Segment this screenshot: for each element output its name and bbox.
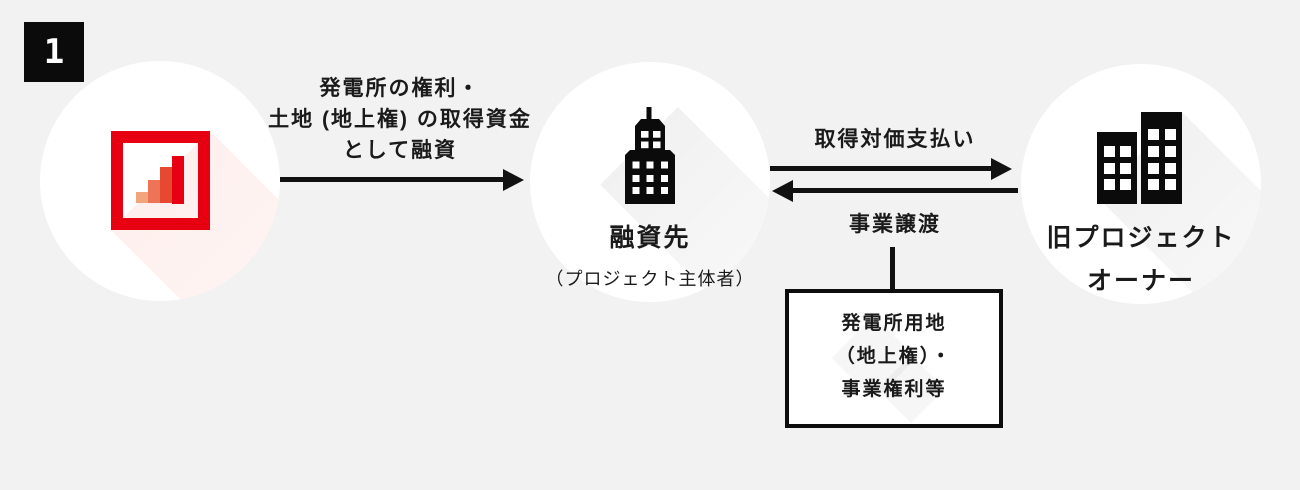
payment-flow-label: 取得対価支払い (814, 128, 976, 151)
two-buildings-icon (1097, 112, 1182, 204)
borrower-title: 融資先 (609, 224, 691, 252)
transfer-arrow (772, 179, 1018, 202)
step-number-badge: 1 (24, 22, 84, 82)
transfer-flow-label: 事業譲渡 (849, 213, 941, 236)
asset-box-text: 発電所用地 （地上権）・ 事業権利等 (789, 307, 999, 406)
old-owner-node-circle (1021, 64, 1261, 304)
asset-box-line1: 発電所用地 (841, 313, 947, 334)
bar-chart-logo (111, 131, 210, 230)
asset-box-line3: 事業権利等 (841, 379, 947, 400)
loan-arrow (280, 168, 524, 191)
asset-box-connector-line (890, 247, 895, 290)
borrower-node-circle (530, 62, 770, 302)
borrower-subtitle: （プロジェクト主体者） (545, 269, 755, 289)
loan-label-line3: として融資 (342, 139, 458, 162)
payment-arrow (770, 157, 1012, 180)
office-building-icon (625, 107, 675, 204)
loan-label-line2: 土地 (地上権) の取得資金 (268, 108, 532, 131)
lender-node-circle (40, 61, 280, 301)
old-owner-title-line1: 旧プロジェクト (1046, 224, 1236, 252)
loan-label-line1: 発電所の権利・ (319, 77, 481, 100)
asset-box: 発電所用地 （地上権）・ 事業権利等 (785, 289, 1003, 428)
loan-flow-label: 発電所の権利・ 土地 (地上権) の取得資金 として融資 (250, 73, 550, 166)
asset-box-line2: （地上権）・ (835, 346, 953, 367)
old-owner-title-line2: オーナー (1086, 267, 1195, 295)
step-number: 1 (43, 32, 65, 72)
